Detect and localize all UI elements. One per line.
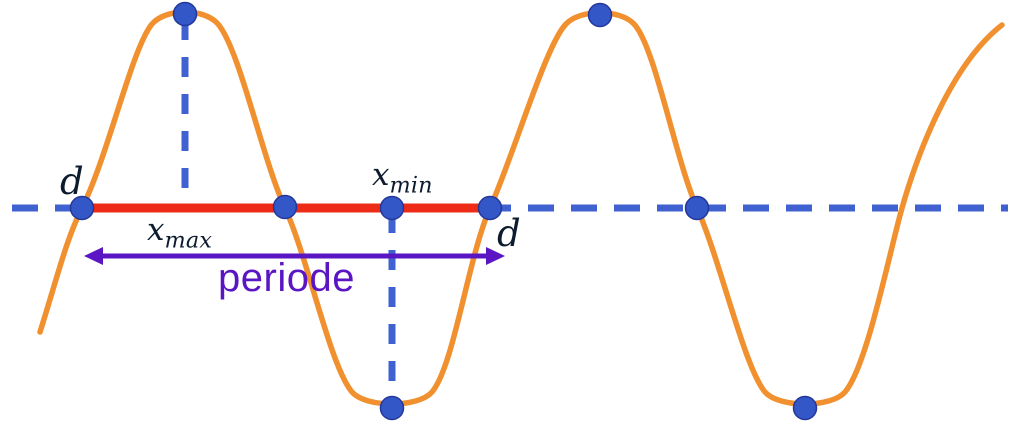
period-arrow xyxy=(84,247,505,265)
point-zero-3 xyxy=(684,195,710,221)
label-x-min: xmin xyxy=(372,160,433,197)
period-arrow-head-left xyxy=(84,247,103,265)
label-x-min-subscript: min xyxy=(389,172,433,199)
point-x-min-foot xyxy=(379,195,405,221)
label-x-max-subscript: max xyxy=(164,227,213,254)
point-minimum-2 xyxy=(792,395,818,421)
point-right-zero-d xyxy=(477,195,503,221)
period-arrow-head-right xyxy=(486,247,505,265)
label-x-max: xmax xyxy=(147,215,212,252)
point-maximum xyxy=(172,1,198,27)
label-periode: periode xyxy=(218,256,355,300)
point-maximum-2 xyxy=(587,2,613,28)
marked-points xyxy=(69,1,818,421)
label-x-min-base: x xyxy=(372,157,390,193)
point-left-zero-d xyxy=(69,195,95,221)
point-mid-zero xyxy=(272,194,298,220)
label-d-right: d xyxy=(497,212,521,255)
label-d-left: d xyxy=(60,160,84,203)
label-x-max-base: x xyxy=(147,212,165,248)
point-minimum xyxy=(379,395,405,421)
